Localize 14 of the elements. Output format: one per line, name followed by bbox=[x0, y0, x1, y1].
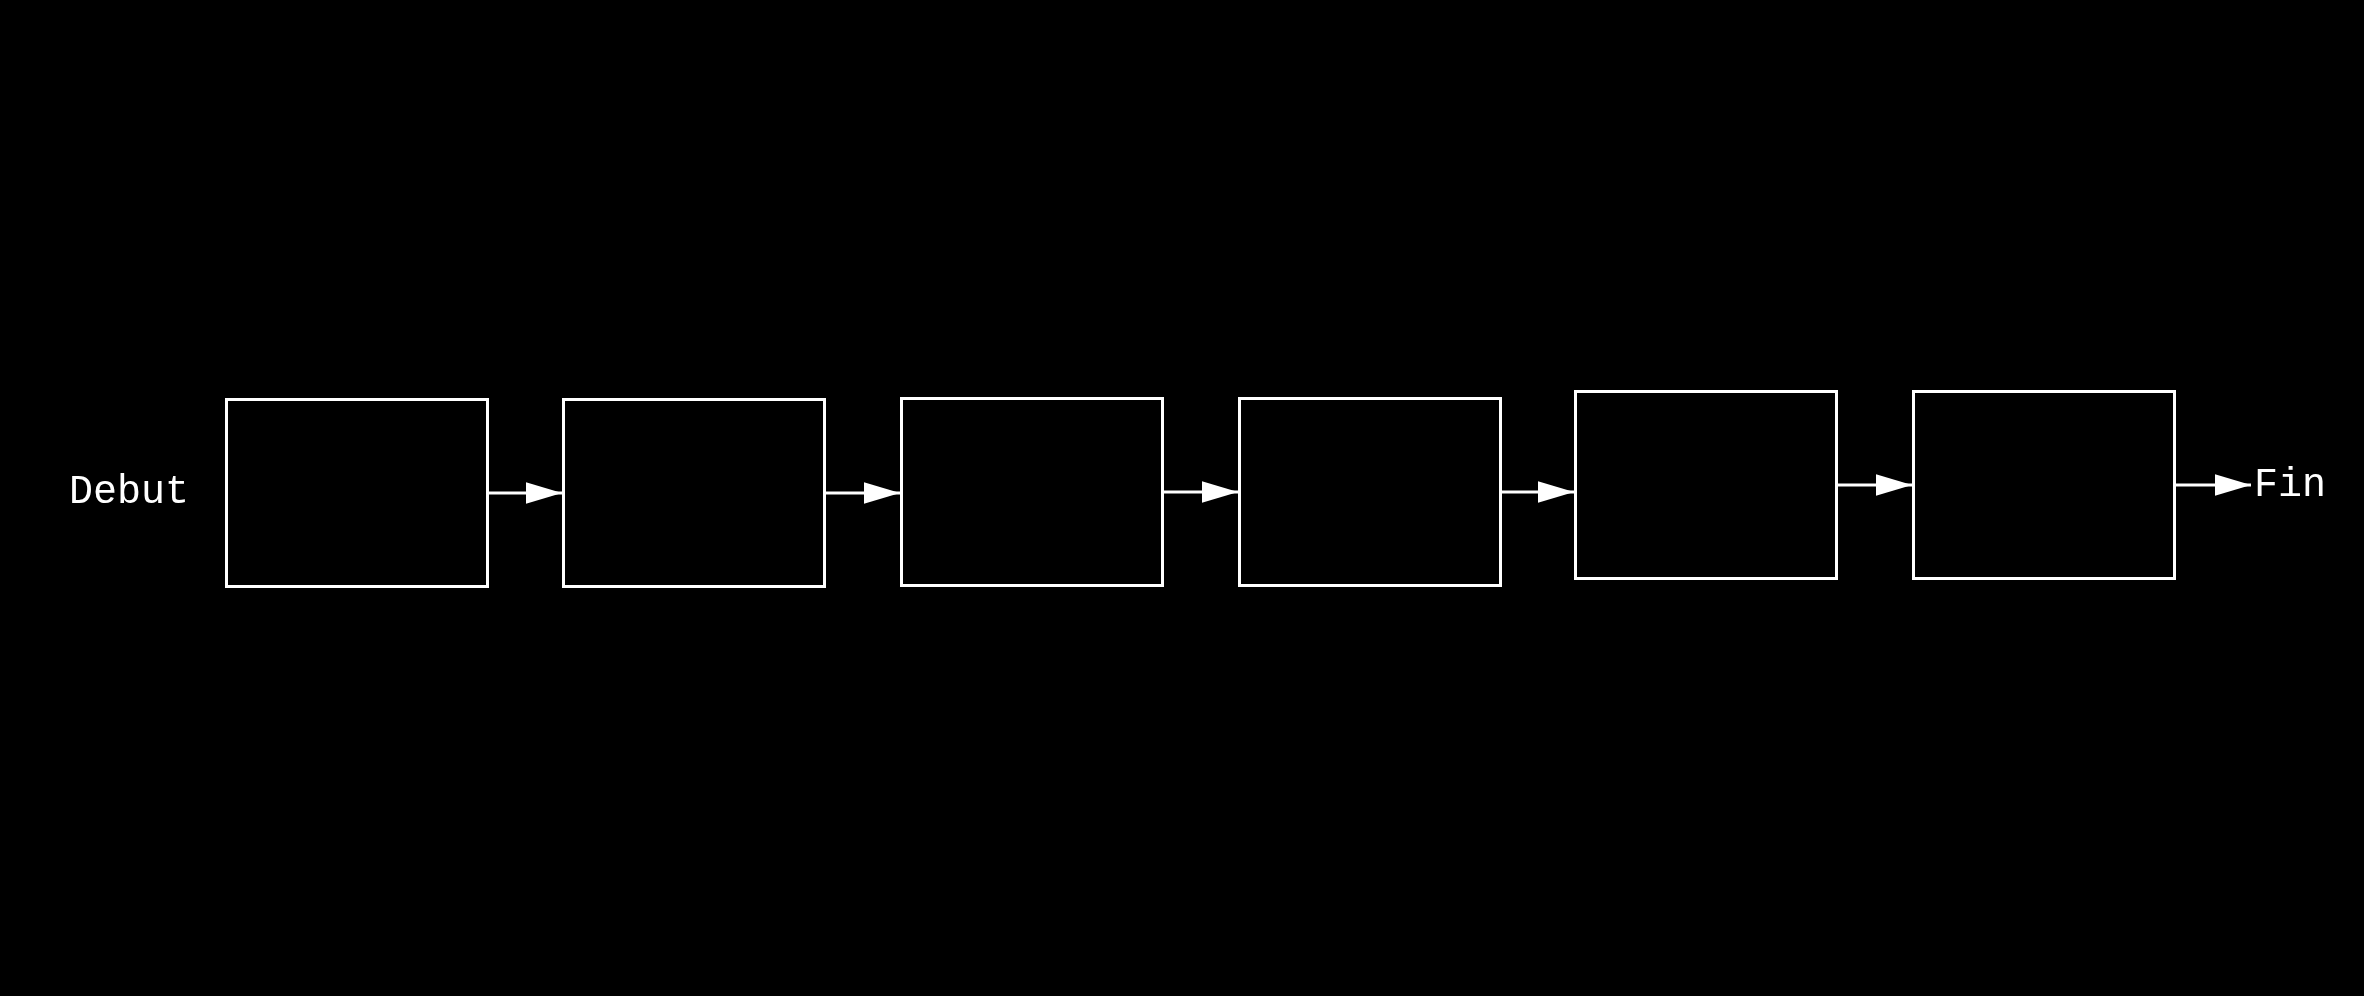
arrow bbox=[1164, 481, 1238, 503]
process-box bbox=[900, 397, 1164, 587]
process-box bbox=[562, 398, 826, 588]
start-label: Debut bbox=[69, 473, 190, 513]
end-label: Fin bbox=[2251, 460, 2329, 510]
arrow bbox=[1502, 481, 1574, 503]
process-box bbox=[1912, 390, 2176, 580]
arrow bbox=[2176, 474, 2251, 496]
arrow bbox=[1838, 474, 1912, 496]
arrow bbox=[826, 482, 900, 504]
process-box bbox=[1574, 390, 1838, 580]
arrow bbox=[489, 482, 562, 504]
process-box bbox=[225, 398, 489, 588]
process-box bbox=[1238, 397, 1502, 587]
